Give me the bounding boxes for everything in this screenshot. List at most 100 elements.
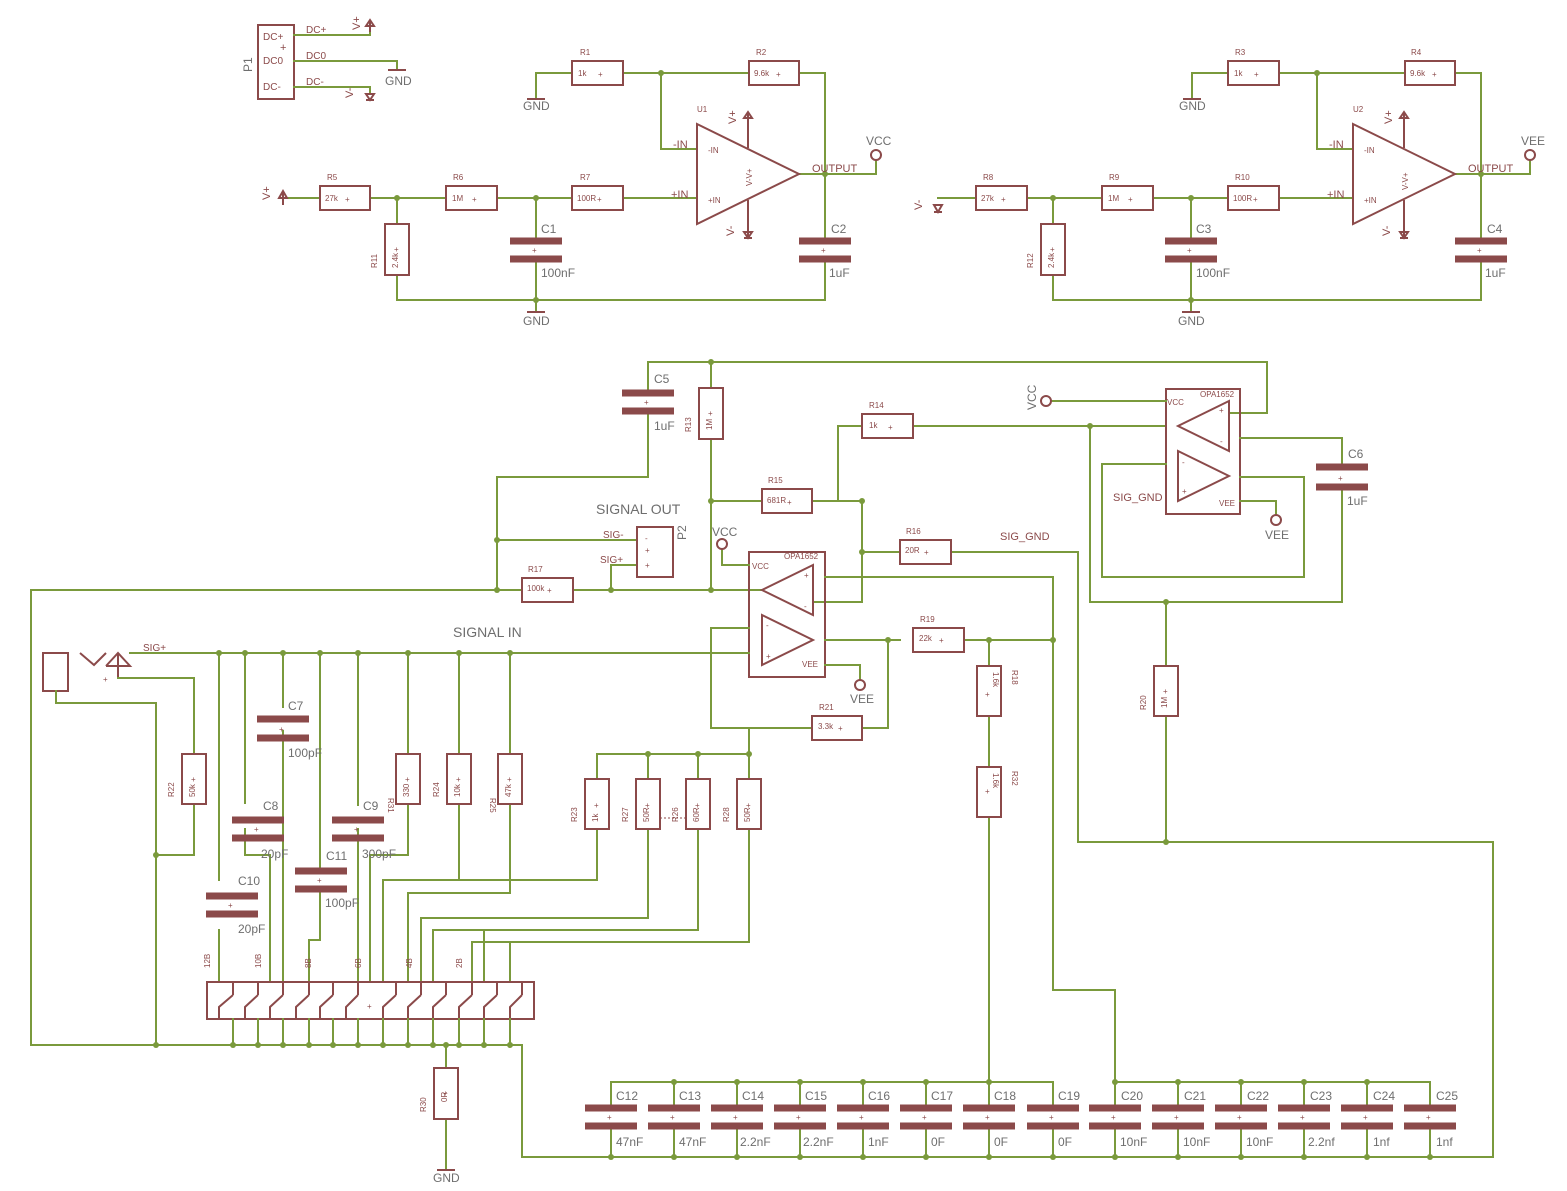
svg-text:3.3k: 3.3k	[818, 722, 834, 731]
opamp-u2[interactable]: U2 -IN +IN -IN +IN OUTPUT V-V+ V+ V-	[1327, 105, 1514, 240]
svg-text:+: +	[405, 775, 410, 784]
capacitor-c21[interactable]: + C21 10nF	[1152, 1089, 1210, 1149]
capacitor-c24[interactable]: + C24 1nf	[1341, 1089, 1395, 1149]
resistor-r19[interactable]: R19 22k +	[912, 615, 965, 653]
resistor-r27[interactable]: R27 50R +	[621, 778, 661, 830]
svg-text:+: +	[345, 195, 350, 204]
dip-switch[interactable]: + 12B 10B 8B 6B 4B 2B	[203, 954, 535, 1020]
capacitor-c6[interactable]: + C6 1uF	[1316, 447, 1368, 508]
svg-text:C8: C8	[263, 799, 279, 813]
svg-text:1M: 1M	[452, 194, 463, 203]
resistor-r31[interactable]: R31 330 +	[386, 753, 421, 813]
capacitor-c17[interactable]: + C17 0F	[900, 1089, 953, 1149]
capacitor-c11[interactable]: + C11 100pF	[295, 849, 359, 910]
capacitor-c4[interactable]: + C4 1uF	[1455, 222, 1507, 280]
p1-gnd: GND	[385, 74, 412, 88]
svg-text:+: +	[443, 1089, 448, 1098]
connector-p1[interactable]: P1 DC+ DC0 DC- + DC+ DC0 DC- V+ GND V-	[241, 16, 412, 102]
svg-text:+: +	[1001, 195, 1006, 204]
resistor-r14[interactable]: R14 1k +	[861, 401, 914, 439]
svg-text:+: +	[985, 1113, 990, 1122]
resistor-r25[interactable]: R25 47k +	[488, 753, 523, 813]
resistor-r4[interactable]: R4 9.6k +	[1404, 48, 1456, 86]
svg-text:R10: R10	[1235, 173, 1250, 182]
p2-sig-plus: SIG+	[600, 555, 623, 566]
capacitor-c22[interactable]: + C22 10nF	[1215, 1089, 1273, 1149]
capacitor-c15[interactable]: + C15 2.2nF	[774, 1089, 834, 1149]
capacitor-c7[interactable]: + C7 100pF	[257, 699, 322, 760]
capacitor-c19[interactable]: + C19 0F	[1027, 1089, 1080, 1149]
resistor-r6[interactable]: R6 1M +	[445, 173, 498, 211]
opamp-u1[interactable]: U1 -IN +IN -IN +IN OUTPUT V-V+ V+ V-	[671, 105, 858, 240]
resistor-r3[interactable]: R3 1k +	[1227, 48, 1280, 86]
switch-label-8b: 8B	[304, 958, 313, 968]
resistor-r17[interactable]: R17 100k +	[521, 565, 574, 603]
svg-text:+: +	[766, 652, 771, 661]
resistor-r1[interactable]: R1 1k +	[571, 48, 624, 86]
resistor-r18[interactable]: R18 1.6k +	[976, 665, 1019, 717]
resistor-r7[interactable]: R7 100R +	[571, 173, 624, 211]
svg-text:0F: 0F	[1058, 1135, 1072, 1149]
resistor-r22[interactable]: R22 50k +	[167, 753, 207, 805]
svg-text:+: +	[1338, 474, 1343, 483]
capacitor-c13[interactable]: + C13 47nF	[648, 1089, 706, 1149]
svg-text:C24: C24	[1373, 1089, 1395, 1103]
svg-text:100R: 100R	[577, 194, 596, 203]
resistor-r11[interactable]: R11 2.4k +	[370, 223, 410, 276]
svg-text:+: +	[821, 246, 826, 255]
connector-p2[interactable]: - + + P2	[636, 525, 689, 578]
opamp-opa1652-lower[interactable]: OPA1652 VCC VEE + - - +	[748, 551, 826, 678]
capacitor-c8[interactable]: + C8 20pF	[232, 799, 288, 861]
p1-net-dc0: DC0	[306, 51, 326, 62]
capacitor-c14[interactable]: + C14 2.2nF	[711, 1089, 771, 1149]
opa-upper-vcc: VCC	[1025, 384, 1039, 410]
resistor-r20[interactable]: R20 1M +	[1139, 665, 1179, 717]
u2-gnd-bottom: GND	[1178, 314, 1205, 328]
capacitor-c16[interactable]: + C16 1nF	[837, 1089, 890, 1149]
resistor-r30[interactable]: R30 0R +	[419, 1067, 459, 1120]
svg-text:R14: R14	[869, 401, 884, 410]
capacitor-c1[interactable]: + C1 100nF	[510, 222, 575, 280]
resistor-r16[interactable]: R16 20R +	[899, 527, 952, 565]
capacitor-c2[interactable]: + C2 1uF	[799, 222, 851, 280]
capacitor-c9[interactable]: + C9 300pF	[332, 799, 396, 861]
resistor-r12[interactable]: R12 2.4k +	[1026, 223, 1066, 276]
svg-text:R21: R21	[819, 703, 834, 712]
opamp-opa1652-upper[interactable]: OPA1652 VCC VEE + - - +	[1165, 388, 1241, 515]
resistor-r8[interactable]: R8 27k +	[975, 173, 1028, 211]
svg-text:+: +	[924, 548, 929, 557]
svg-text:R32: R32	[1010, 771, 1019, 786]
capacitor-c25[interactable]: + C25 1nf	[1404, 1089, 1458, 1149]
svg-text:1.6k: 1.6k	[991, 672, 1000, 688]
capacitor-c3[interactable]: + C3 100nF	[1165, 222, 1230, 280]
capacitor-c20[interactable]: + C20 10nF	[1089, 1089, 1147, 1149]
capacitor-c23[interactable]: + C23 2.2nf	[1278, 1089, 1335, 1149]
resistor-r9[interactable]: R9 1M +	[1101, 173, 1154, 211]
resistor-r24[interactable]: R24 10k +	[432, 753, 472, 805]
capacitor-c5[interactable]: + C5 1uF	[622, 372, 675, 433]
resistor-r10[interactable]: R10 100R +	[1227, 173, 1280, 211]
svg-text:R12: R12	[1026, 253, 1035, 268]
svg-text:+: +	[191, 775, 196, 784]
resistor-r26[interactable]: R26 60R +	[671, 778, 711, 830]
resistor-r15[interactable]: R15 681R +	[761, 476, 813, 514]
svg-text:+: +	[1187, 246, 1192, 255]
svg-text:2.4k: 2.4k	[1047, 252, 1056, 268]
svg-text:-: -	[645, 534, 648, 543]
capacitor-c10[interactable]: + C10 20pF	[206, 874, 265, 936]
svg-text:OUTPUT: OUTPUT	[812, 163, 858, 175]
resistor-r28[interactable]: R28 50R +	[722, 778, 762, 830]
u1-gnd-bottom: GND	[523, 314, 550, 328]
resistor-r21[interactable]: R21 3.3k +	[811, 703, 863, 741]
p1-pin-dcplus: DC+	[263, 32, 283, 43]
resistor-r5[interactable]: R5 27k +	[319, 173, 371, 211]
svg-text:1uF: 1uF	[1347, 494, 1368, 508]
resistor-r2[interactable]: R2 9.6k +	[748, 48, 800, 86]
resistor-r13[interactable]: R13 1M +	[684, 387, 724, 440]
resistor-r23[interactable]: R23 1k +	[570, 778, 610, 830]
capacitor-c12[interactable]: + C12 47nF	[585, 1089, 643, 1149]
resistor-r32[interactable]: R32 1.6k +	[976, 766, 1019, 818]
input-jack[interactable]: + SIG+	[42, 643, 166, 692]
capacitor-c18[interactable]: + C18 0F	[963, 1089, 1016, 1149]
